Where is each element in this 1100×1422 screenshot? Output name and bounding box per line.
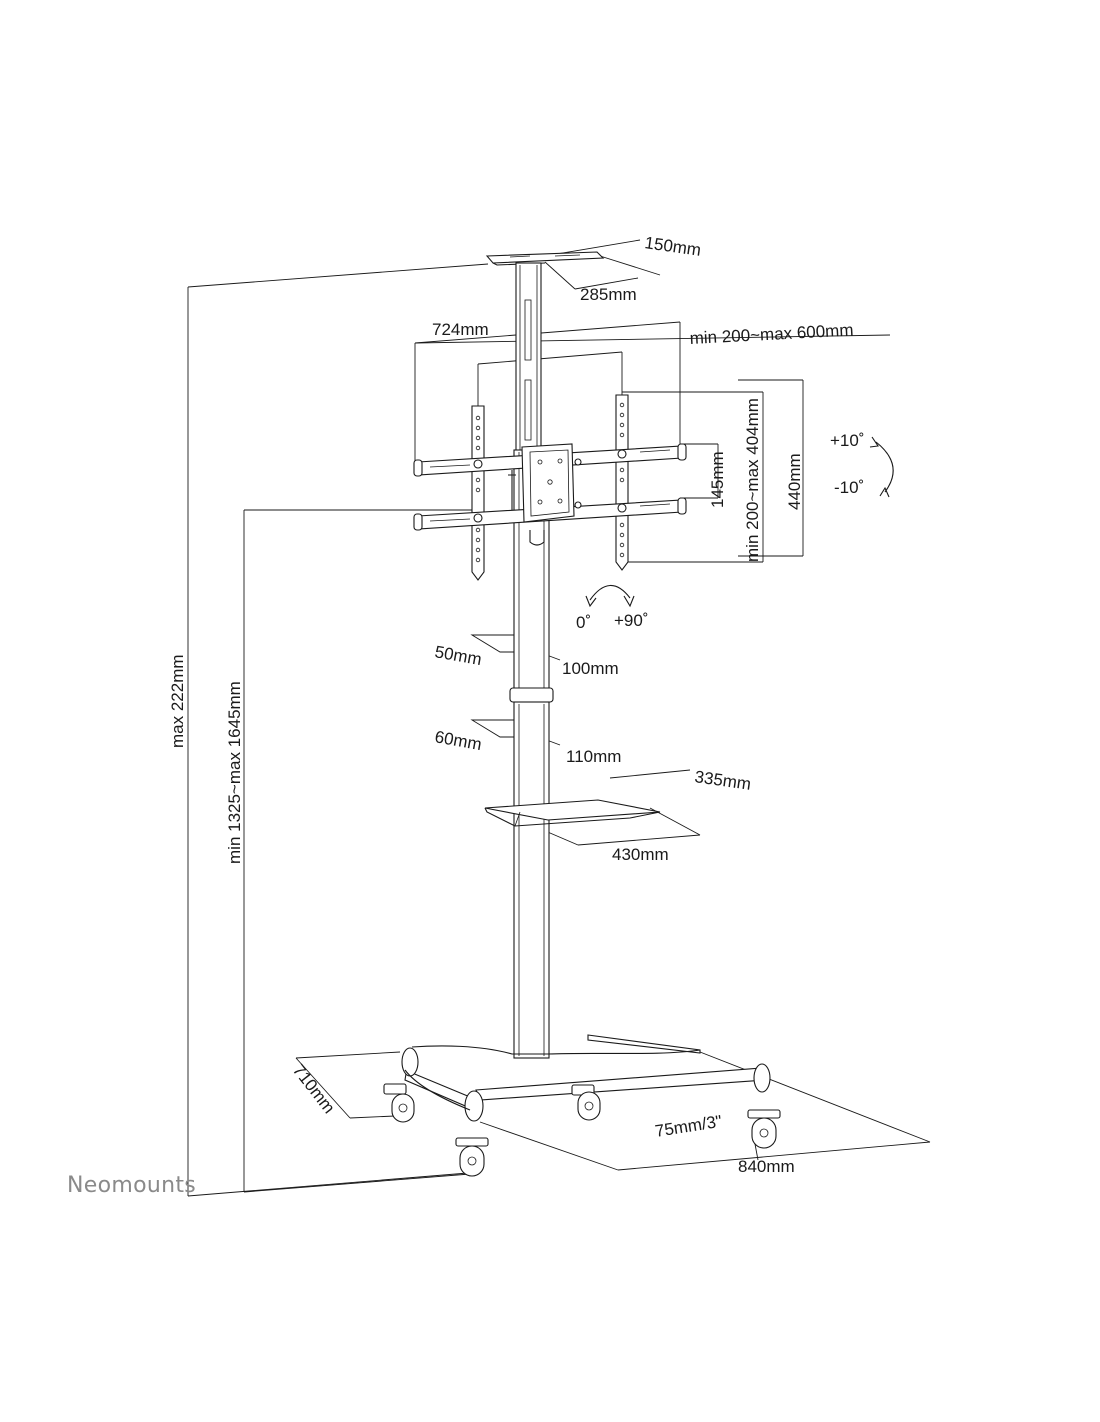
label-column-lower-width: 110mm: [566, 747, 621, 766]
label-rotation-end: +90˚: [614, 611, 649, 630]
caster-front-left: [455, 1137, 489, 1177]
label-caster-size: 75mm/3": [654, 1112, 724, 1141]
label-screen-center-height: min 1325~max 1645mm: [225, 681, 244, 864]
caster-left-back: [383, 1083, 415, 1123]
label-top-plate-width: 285mm: [580, 285, 637, 304]
label-vesa-vertical: min 200~max 404mm: [743, 398, 762, 562]
label-bracket-height: 440mm: [785, 453, 804, 510]
caster-center-back: [571, 1084, 601, 1121]
label-tilt-up: +10˚: [830, 431, 865, 450]
label-column-lower-depth: 60mm: [433, 727, 483, 754]
left-arm-holes: [475, 415, 481, 563]
label-tilt-down: -10˚: [834, 478, 864, 497]
label-rail-spacing: 145mm: [708, 451, 727, 508]
label-rotation-start: 0˚: [576, 613, 591, 632]
label-shelf-depth: 335mm: [693, 767, 752, 794]
right-arm-holes: [619, 402, 625, 558]
label-column-upper-depth: 50mm: [433, 642, 483, 669]
dimension-lines: [187, 239, 931, 1197]
label-vesa-horizontal: min 200~max 600mm: [689, 320, 854, 348]
label-shelf-width: 430mm: [612, 845, 669, 864]
label-base-width: 840mm: [738, 1157, 795, 1176]
tv-stand-illustration: [383, 251, 894, 1177]
brand-logo: Neomounts: [67, 1173, 196, 1198]
label-top-plate-depth: 150mm: [643, 233, 702, 260]
label-base-depth: 710mm: [289, 1061, 339, 1117]
label-bracket-width: 724mm: [432, 320, 489, 339]
label-max-height: max 222mm: [168, 654, 187, 748]
label-column-upper-width: 100mm: [562, 659, 619, 678]
caster-front-right: [747, 1109, 781, 1149]
